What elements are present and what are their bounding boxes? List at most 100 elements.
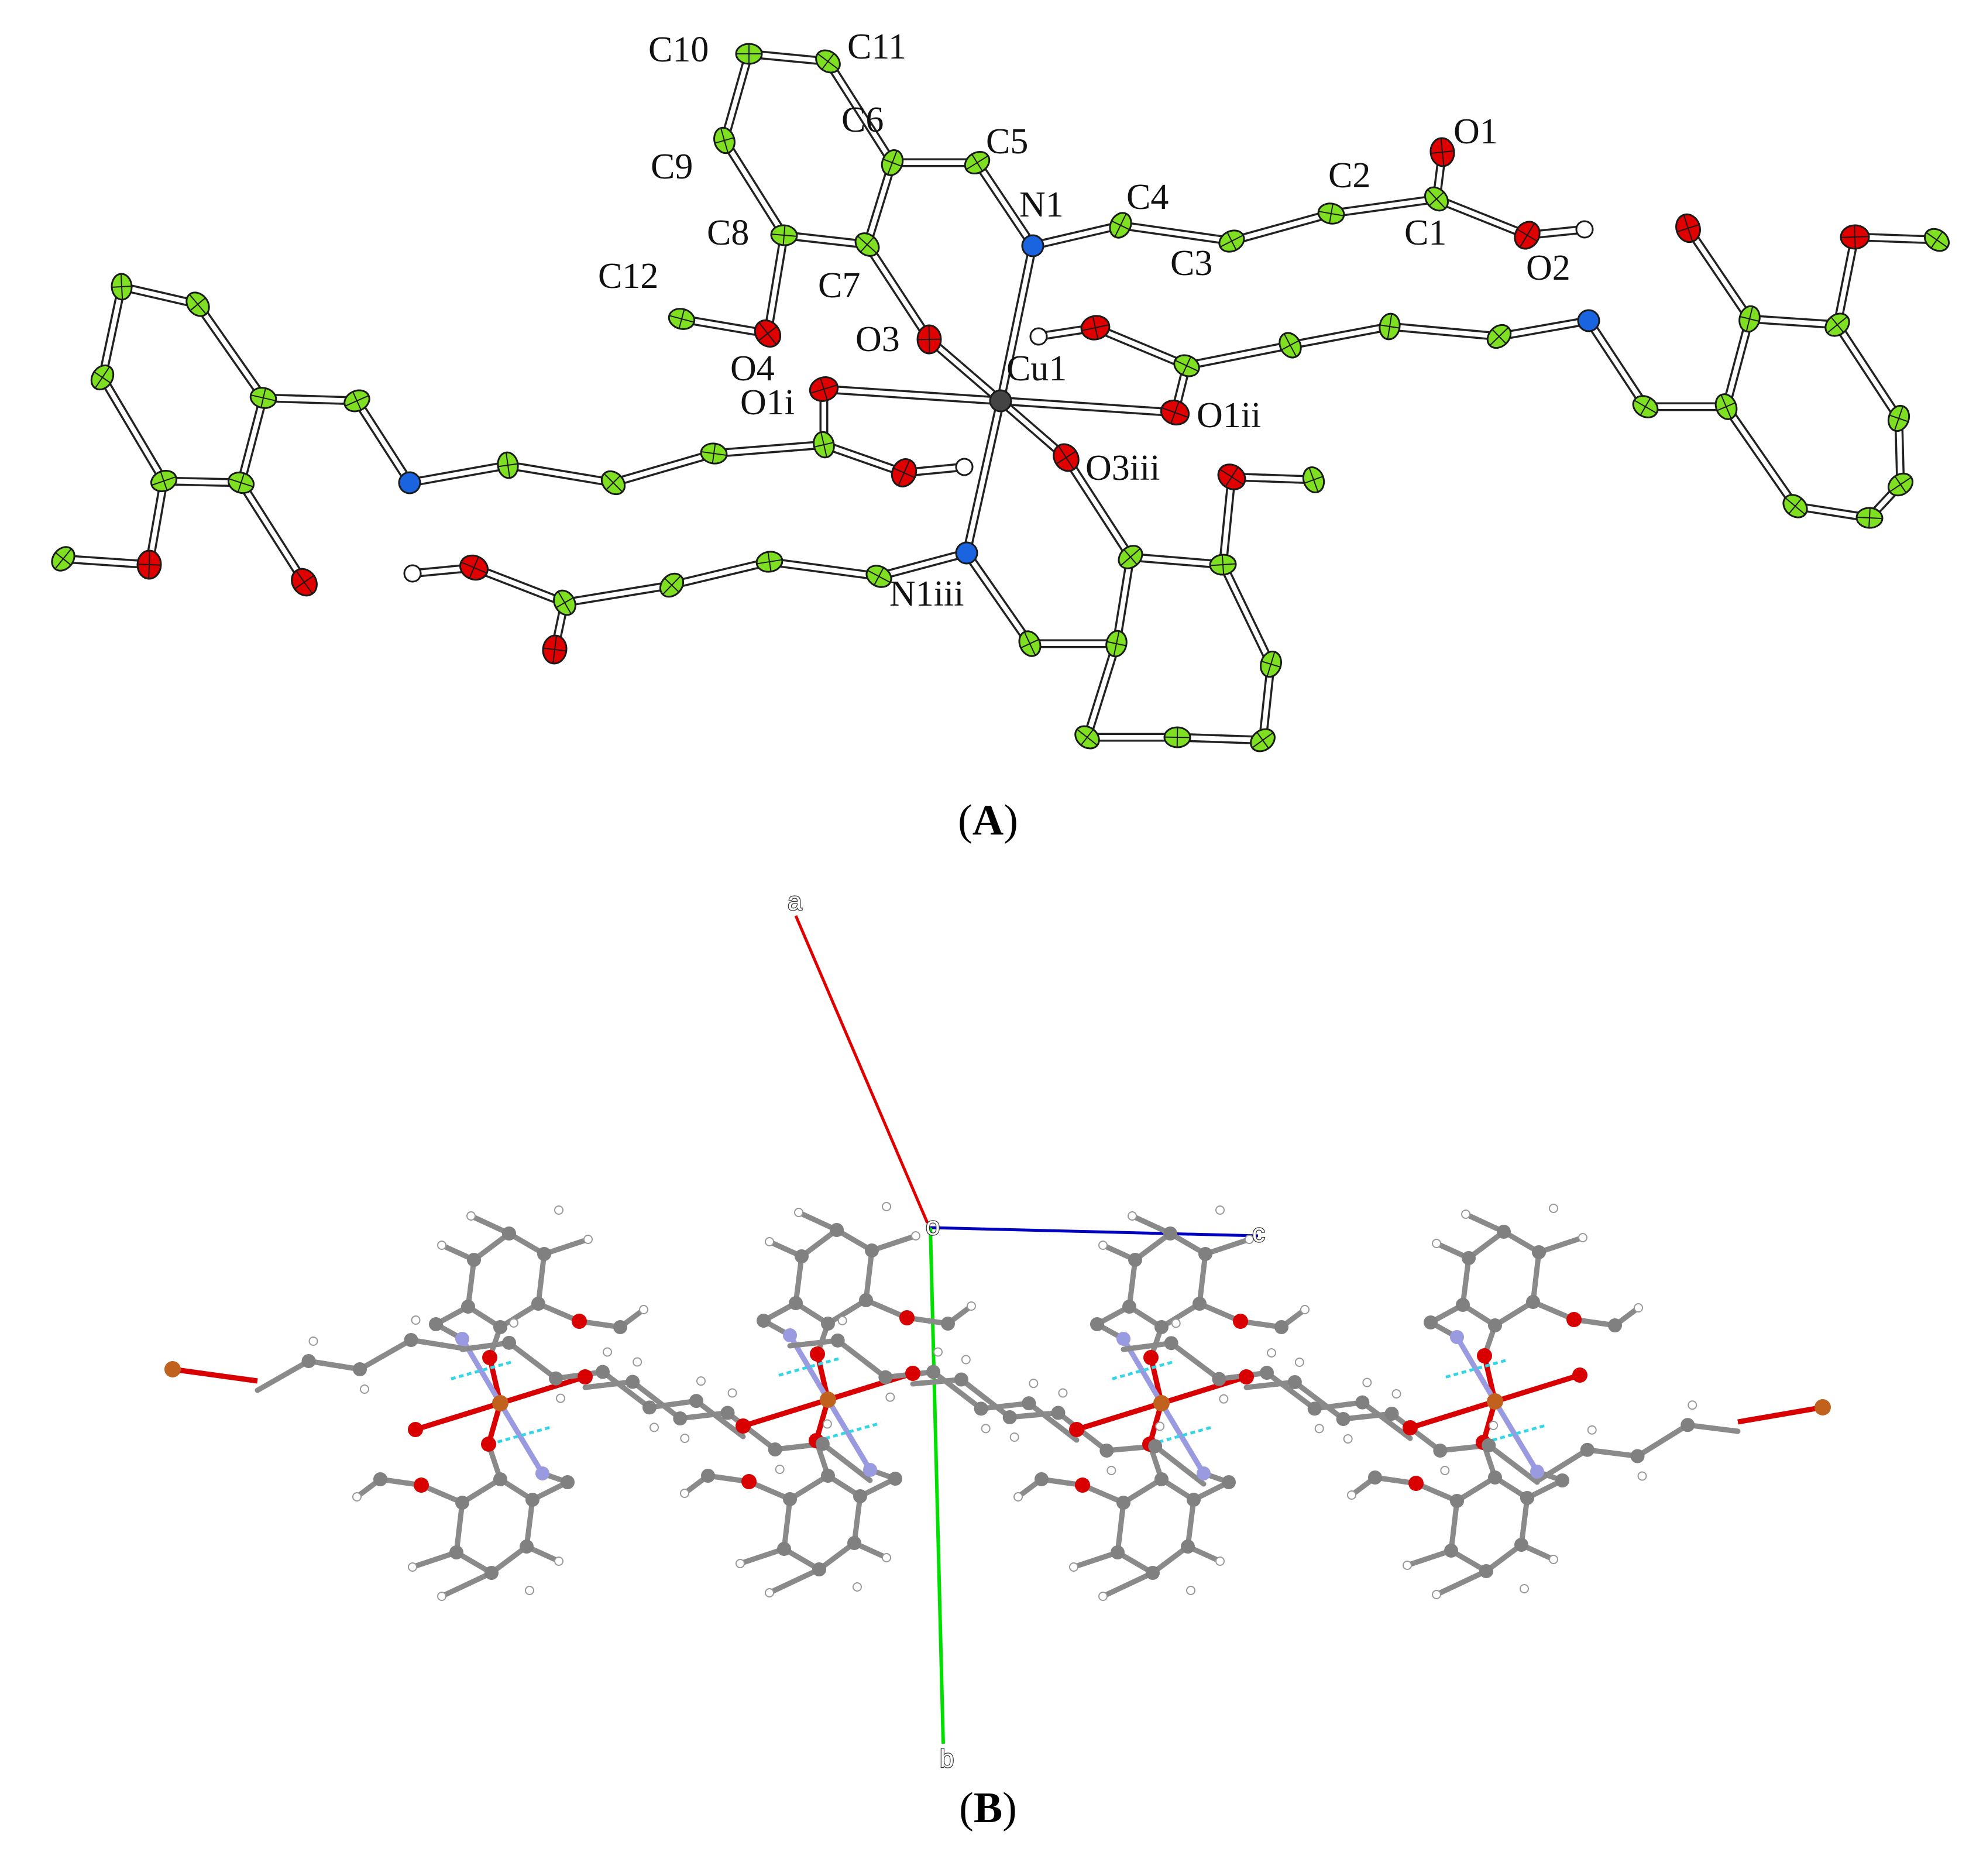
atom-c xyxy=(789,1296,803,1310)
atom-c xyxy=(865,1243,879,1257)
atom-c xyxy=(1035,1472,1049,1486)
atom-o xyxy=(1239,1369,1254,1384)
atom-o3iii xyxy=(1053,443,1080,472)
atom-h xyxy=(1347,1490,1356,1500)
atom-h xyxy=(1440,1466,1450,1475)
atom-c xyxy=(493,1320,507,1334)
bond xyxy=(1173,733,1267,745)
bond xyxy=(1745,314,1842,329)
atom-c xyxy=(1580,1442,1594,1457)
label-o4: O4 xyxy=(730,349,775,389)
atom-o xyxy=(1408,1476,1424,1491)
atom-cm3 xyxy=(600,470,626,496)
atom-o xyxy=(572,1314,587,1329)
atom-c5 xyxy=(964,150,991,175)
atom-c xyxy=(1128,1253,1142,1267)
atom-c xyxy=(1111,1545,1125,1559)
atom-h xyxy=(1343,1434,1353,1444)
atom-c2 xyxy=(1317,202,1345,225)
atom-c xyxy=(520,1540,534,1554)
atom-c xyxy=(1514,1538,1528,1552)
atom-c xyxy=(1154,1320,1169,1334)
atom-c xyxy=(493,1472,507,1486)
atom-c xyxy=(689,1394,703,1408)
atom-h xyxy=(1186,1586,1195,1595)
axis-label-layer: a o c b xyxy=(787,887,1266,1774)
bond xyxy=(862,158,897,249)
atom-c xyxy=(525,1493,539,1507)
atom-h xyxy=(1215,1205,1225,1215)
atom-c xyxy=(373,1472,387,1486)
bond xyxy=(996,396,1180,417)
atom-cr1 xyxy=(1173,354,1200,377)
atom-c xyxy=(720,1406,735,1420)
atom-cr8 xyxy=(1824,312,1850,337)
atom-hm xyxy=(955,458,974,476)
label-c11: C11 xyxy=(847,27,906,67)
atom-cr3 xyxy=(1379,312,1401,341)
label-c10: C10 xyxy=(648,30,709,70)
atom-h xyxy=(911,1231,920,1241)
atom-h xyxy=(1637,1471,1647,1481)
packing-diagram: a o c b xyxy=(164,887,1831,1774)
atom-o1i xyxy=(809,376,839,402)
atom-h xyxy=(1219,1394,1229,1404)
atom-c xyxy=(1488,1470,1502,1485)
atom-c xyxy=(1433,1444,1448,1458)
bond xyxy=(236,478,309,587)
atom-c xyxy=(537,1247,551,1261)
atom-c xyxy=(926,1365,940,1379)
atom-h xyxy=(411,1315,421,1325)
bond xyxy=(1091,323,1191,370)
bond xyxy=(996,241,1037,406)
atom-cm4 xyxy=(497,451,519,479)
atom-h xyxy=(360,1384,369,1394)
atom-c xyxy=(830,1333,845,1348)
atom-h xyxy=(583,1235,593,1244)
alkyl-chain xyxy=(1121,1340,1413,1441)
atom-c xyxy=(461,1300,475,1314)
bond xyxy=(1028,221,1125,250)
atom-h xyxy=(680,1489,689,1498)
axis-label-a: a xyxy=(788,887,802,916)
atom-cu xyxy=(1487,1393,1503,1410)
atom-c xyxy=(1099,1444,1114,1458)
atom-h xyxy=(853,1582,862,1592)
panel-a-ortep-structure: C10 C11 C6 C5 C9 N1 C4 C2 O1 C1 C8 C3 O2… xyxy=(0,0,1976,866)
atom-h xyxy=(1069,1562,1078,1572)
atom-c xyxy=(455,1496,469,1510)
bond xyxy=(609,449,719,487)
bond xyxy=(98,282,126,382)
atom-c xyxy=(812,1562,826,1576)
atom-o4 xyxy=(754,319,782,348)
bond xyxy=(236,393,268,487)
atom-h xyxy=(1520,1584,1529,1593)
atom-c xyxy=(1187,1493,1201,1507)
atom-cm1 xyxy=(813,431,835,459)
alkyl-chain xyxy=(459,1340,746,1439)
axis-a-line xyxy=(794,915,929,1224)
atom-cb13 xyxy=(1074,725,1100,750)
atom-c xyxy=(1424,1315,1438,1329)
atom-cm5 xyxy=(343,389,370,413)
label-cu1: Cu1 xyxy=(1006,349,1067,389)
atom-c7 xyxy=(854,232,880,257)
atom-cr11 xyxy=(1855,507,1884,529)
atom-n xyxy=(783,1328,797,1342)
atom-c xyxy=(353,1362,367,1376)
atom-c xyxy=(626,1375,640,1389)
atom-nr xyxy=(1577,309,1600,332)
atom-c xyxy=(847,1536,861,1550)
atom-o xyxy=(741,1474,757,1489)
atom-c xyxy=(484,1566,499,1580)
atom-h xyxy=(1267,1348,1276,1358)
atom-o xyxy=(481,1437,496,1452)
atom-h xyxy=(1688,1400,1697,1410)
atom-h xyxy=(1432,1590,1441,1599)
atom-n xyxy=(1450,1330,1464,1344)
label-c2: C2 xyxy=(1328,156,1370,195)
atom-ol1 xyxy=(459,554,489,581)
atom-c xyxy=(1456,1298,1470,1312)
bond xyxy=(862,240,934,344)
atom-h xyxy=(1587,1425,1597,1435)
